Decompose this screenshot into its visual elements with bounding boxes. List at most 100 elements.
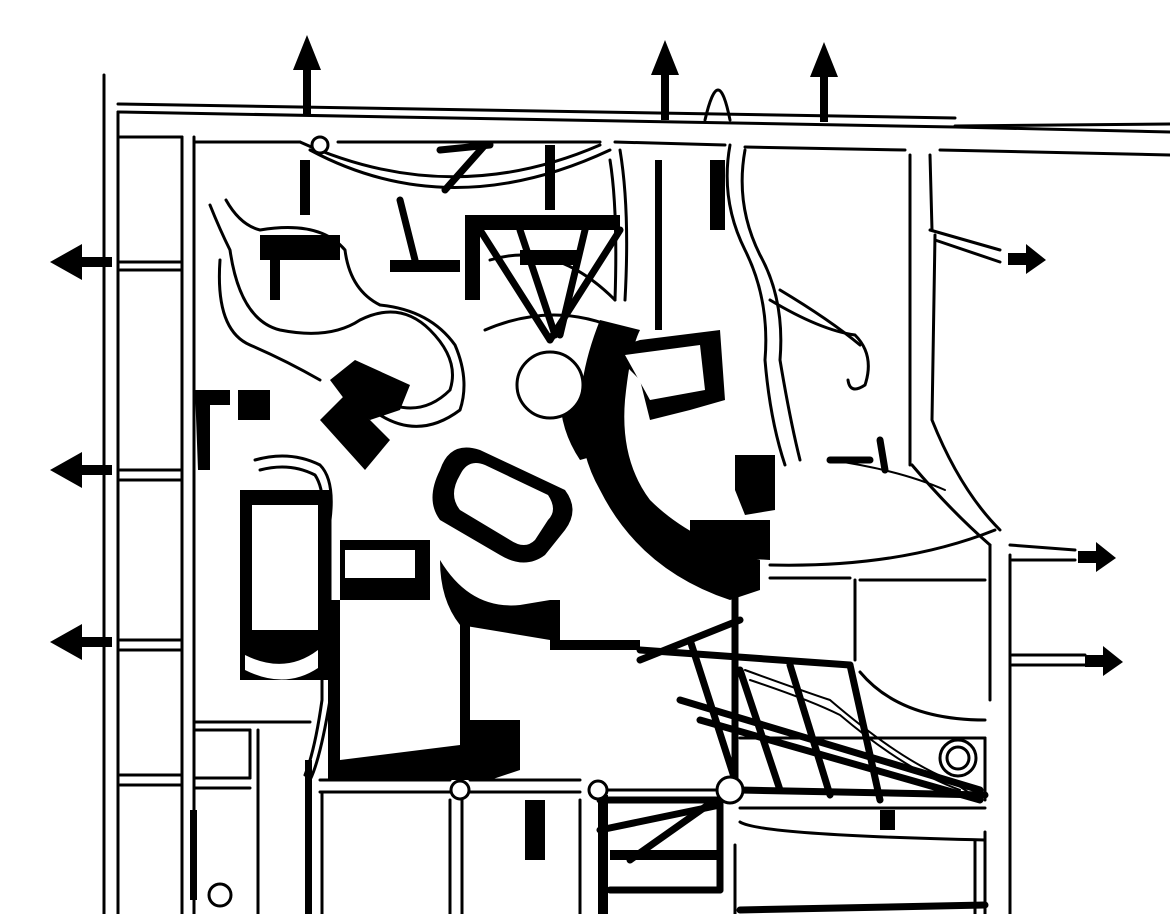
building [550, 600, 640, 650]
spur-path [768, 298, 870, 391]
building [470, 720, 520, 780]
access-arrow-west [50, 244, 112, 280]
arrow-head-icon [50, 452, 112, 488]
building [710, 160, 725, 230]
north-avenue-east-north-edge [953, 122, 1170, 128]
building [598, 795, 608, 914]
south-east-avenue-curve [738, 820, 987, 842]
path [736, 666, 784, 794]
path [676, 696, 984, 794]
building [305, 760, 312, 914]
path [636, 646, 854, 669]
access-arrow-west [50, 624, 112, 660]
central-curved-building [580, 320, 760, 600]
arc-drive-inner [308, 148, 612, 189]
arrow-head-icon [50, 244, 112, 280]
street-network [102, 73, 1170, 914]
stadium-arc [245, 650, 318, 680]
arrow-head-icon [50, 624, 112, 660]
drop-off-loop [703, 88, 732, 122]
roundabout [207, 882, 233, 908]
arc-path [488, 253, 617, 302]
building [655, 160, 662, 330]
stadium-drive-outer [253, 454, 333, 782]
path [829, 459, 946, 491]
arrow-head-icon [1008, 244, 1046, 274]
building [390, 260, 460, 272]
east-parkway-west [930, 233, 1002, 532]
north-path [618, 148, 629, 302]
building [260, 235, 340, 260]
building [330, 360, 410, 420]
path [876, 436, 889, 474]
circular-building [515, 350, 585, 420]
stream [749, 679, 961, 791]
circles [207, 88, 978, 908]
building [300, 160, 310, 215]
east-connector [1008, 543, 1077, 552]
path [736, 901, 989, 914]
pedestrian-paths [396, 141, 989, 914]
access-arrow-north [651, 40, 679, 120]
building [328, 600, 340, 780]
path [556, 226, 589, 339]
access-arrow-east [1078, 542, 1116, 572]
courtyard [345, 550, 415, 578]
loop-drive-inner [224, 198, 466, 428]
east-road-west-edge [928, 153, 934, 232]
building [460, 625, 470, 780]
campus-perimeter [743, 145, 907, 152]
building [465, 215, 480, 300]
path [441, 141, 489, 194]
arrow-head-icon [810, 42, 838, 122]
building [525, 800, 545, 860]
track-infield [454, 462, 553, 545]
path [846, 661, 884, 804]
stream [744, 669, 981, 801]
arc-drive-outer [298, 140, 602, 179]
access-arrow-west [50, 452, 112, 488]
access-arrow-north [810, 42, 838, 122]
stadium-field [252, 505, 318, 630]
east-parkway-east [910, 463, 992, 547]
path [516, 226, 559, 339]
internal-drives [208, 135, 870, 782]
roundabout [715, 775, 745, 805]
path [786, 661, 834, 799]
roundabout [587, 779, 609, 801]
building [238, 390, 270, 420]
building [440, 560, 550, 640]
courtyard [625, 345, 705, 400]
arrow-head-icon [293, 35, 321, 115]
building [480, 215, 620, 230]
path [736, 786, 989, 799]
building [190, 810, 197, 900]
access-arrows [50, 35, 1123, 676]
arrow-head-icon [651, 40, 679, 120]
roundabout [449, 779, 471, 801]
east-link [768, 528, 997, 567]
campus-perimeter [613, 140, 727, 147]
north-avenue-north-edge [116, 102, 957, 120]
arrow-head-icon [1085, 646, 1123, 676]
building [735, 455, 775, 515]
roundabout [310, 135, 330, 155]
access-arrow-north [293, 35, 321, 115]
west-loop [217, 258, 322, 382]
building [880, 810, 895, 830]
east-connector-3 [933, 238, 1002, 264]
path [626, 796, 719, 864]
access-arrow-east [1085, 646, 1123, 676]
pond-circle-inner [945, 745, 971, 771]
building [340, 745, 460, 780]
meandering-path-outer [725, 143, 787, 467]
path [476, 226, 554, 344]
north-avenue-south-edge [116, 110, 957, 129]
loop-drive-outer [208, 203, 454, 410]
building [545, 145, 555, 210]
spur-path-b [778, 288, 862, 347]
building [320, 395, 390, 470]
arrow-head-icon [1078, 542, 1116, 572]
building-footprints [190, 145, 895, 914]
